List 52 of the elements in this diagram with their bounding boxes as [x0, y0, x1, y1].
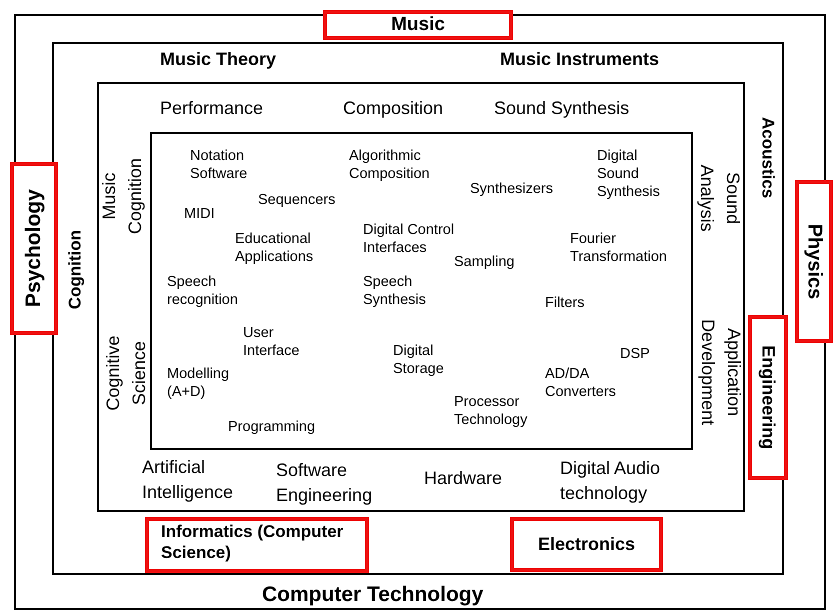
category-label: Psychology — [20, 188, 46, 309]
topic-label: Digital Storage — [393, 342, 445, 378]
category-label: Engineering — [757, 344, 780, 452]
area-label: Composition — [343, 97, 444, 120]
category-box — [795, 180, 833, 343]
category-box — [323, 10, 513, 40]
topic-label: Notation Software — [190, 147, 248, 184]
domain-box — [150, 132, 693, 450]
category-label: Informatics (Computer Science) — [161, 521, 344, 564]
category-box — [10, 162, 58, 335]
domain-box — [97, 82, 745, 512]
topic-label: Filters — [545, 294, 586, 312]
area-label: Cognition — [64, 228, 86, 312]
category-box — [748, 315, 788, 480]
area-label: Sound Analysis — [696, 163, 744, 234]
category-label: Physics — [802, 222, 826, 301]
area-label: Hardware — [424, 467, 504, 490]
topic-label: Modelling (A+D) — [167, 365, 230, 402]
topic-label: Educational Applications — [235, 230, 314, 266]
area-label: Computer Technology — [262, 582, 484, 608]
category-box — [145, 517, 369, 573]
topic-label: Fourier Transformation — [570, 230, 668, 266]
topic-label: Algorithmic Composition — [349, 147, 431, 184]
domain-box — [14, 14, 826, 610]
topic-label: Processor Technology — [454, 393, 528, 430]
category-box — [510, 517, 663, 572]
area-label: Music Instruments — [500, 48, 660, 70]
area-label: Software Engineering — [276, 459, 374, 508]
topic-label: Digital Control Interfaces — [363, 221, 454, 258]
area-label: Sound Synthesis — [494, 97, 630, 120]
area-label: Performance — [160, 97, 264, 120]
domain-box — [52, 42, 784, 575]
topic-label: Sampling — [454, 253, 516, 272]
topic-label: DSP — [620, 345, 651, 364]
topic-label: Digital Sound Synthesis — [597, 147, 661, 202]
area-label: Music Theory — [160, 48, 278, 70]
topic-label: Speech recognition — [167, 273, 239, 310]
topic-label: Programming — [228, 418, 316, 436]
category-label: Music — [390, 12, 446, 36]
area-label: Music Cognition — [98, 156, 146, 236]
area-label: Acoustics — [758, 116, 779, 200]
topic-label: Speech Synthesis — [363, 273, 427, 310]
area-label: Application Development — [697, 318, 746, 428]
topic-label: User Interface — [243, 324, 300, 360]
topic-label: Synthesizers — [470, 180, 554, 198]
topic-label: MIDI — [184, 205, 216, 224]
category-label: Electronics — [536, 532, 636, 556]
area-label: Cognitive Science — [102, 334, 150, 413]
topic-label: Sequencers — [258, 191, 336, 210]
area-label: Digital Audio technology — [560, 457, 662, 506]
topic-label: AD/DA Converters — [545, 365, 617, 402]
area-label: Artificial Intelligence — [142, 456, 234, 504]
